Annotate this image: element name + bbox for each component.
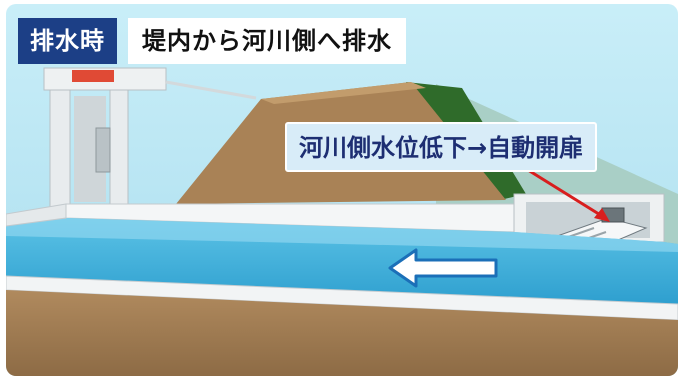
gate-house-right-pier (109, 89, 129, 209)
left-wall-edge (6, 203, 67, 227)
embankment-top-highlight (261, 82, 426, 104)
water-surface (6, 218, 678, 252)
foundation-soil (6, 290, 678, 376)
gate-house-left-pier (49, 89, 71, 209)
conduit-floor-slab (6, 275, 678, 321)
mode-label: 排水時 (18, 18, 117, 64)
gate-panel (95, 127, 111, 173)
red-pointer-arrow-icon (527, 168, 610, 222)
left-arrow-icon (388, 248, 498, 288)
mode-description: 堤内から河川側へ排水 (128, 18, 406, 64)
diagram-frame: 排水時 堤内から河川側へ排水 河川側水位低下→自動開扉 (6, 4, 678, 376)
gate-house-marker (72, 70, 114, 82)
deck-walkway (165, 80, 257, 100)
gate-annotation: 河川側水位低下→自動開扉 (285, 122, 598, 172)
